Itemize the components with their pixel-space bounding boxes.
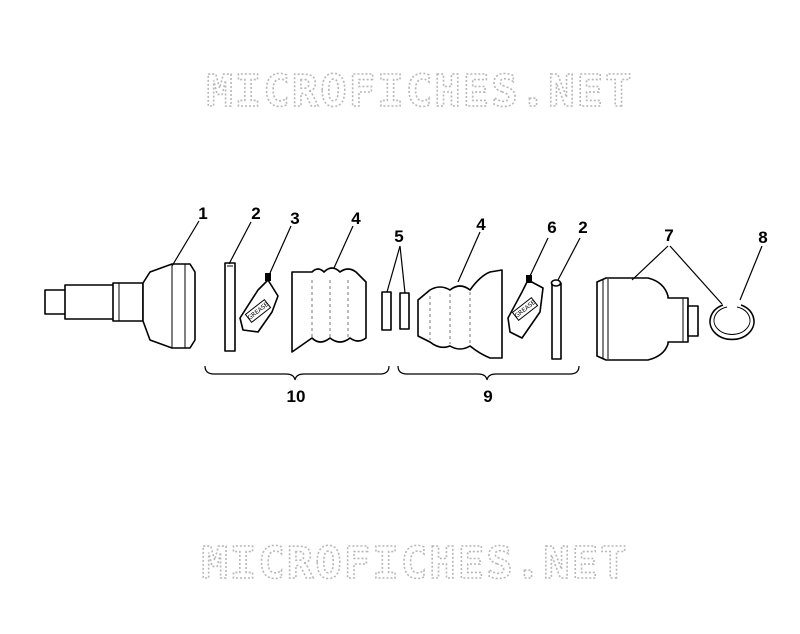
callout-3: 3 bbox=[290, 209, 299, 228]
callout-8: 8 bbox=[758, 228, 767, 247]
part-2-clamp-right bbox=[550, 279, 562, 360]
callout-6: 6 bbox=[547, 218, 556, 237]
callout-4-right: 4 bbox=[476, 215, 486, 234]
callout-10: 10 bbox=[287, 387, 306, 406]
callout-2-left: 2 bbox=[251, 204, 260, 223]
part-4-boot-left bbox=[291, 267, 367, 353]
part-3-grease-packet: GREASE bbox=[239, 273, 279, 333]
part-6-grease-packet: GREASE bbox=[507, 275, 544, 339]
part-5-small-clamps bbox=[381, 291, 410, 331]
part-8-circlip bbox=[709, 304, 755, 341]
part-1-outer-cv-joint bbox=[44, 263, 196, 349]
callout-2-right: 2 bbox=[578, 218, 587, 237]
callout-9: 9 bbox=[483, 387, 492, 406]
watermark-bottom: MICROFICHES.NET bbox=[201, 538, 628, 589]
part-2-clamp-left bbox=[224, 262, 236, 352]
assembly-brackets bbox=[204, 365, 580, 381]
part-4-boot-right bbox=[417, 269, 503, 359]
watermark-top: MICROFICHES.NET bbox=[206, 66, 633, 117]
leader-lines bbox=[171, 220, 763, 305]
callout-7: 7 bbox=[664, 226, 673, 245]
callout-5: 5 bbox=[394, 227, 403, 246]
callout-1: 1 bbox=[198, 204, 207, 223]
callout-4-left: 4 bbox=[351, 209, 361, 228]
part-7-inner-cv-joint bbox=[596, 277, 699, 361]
